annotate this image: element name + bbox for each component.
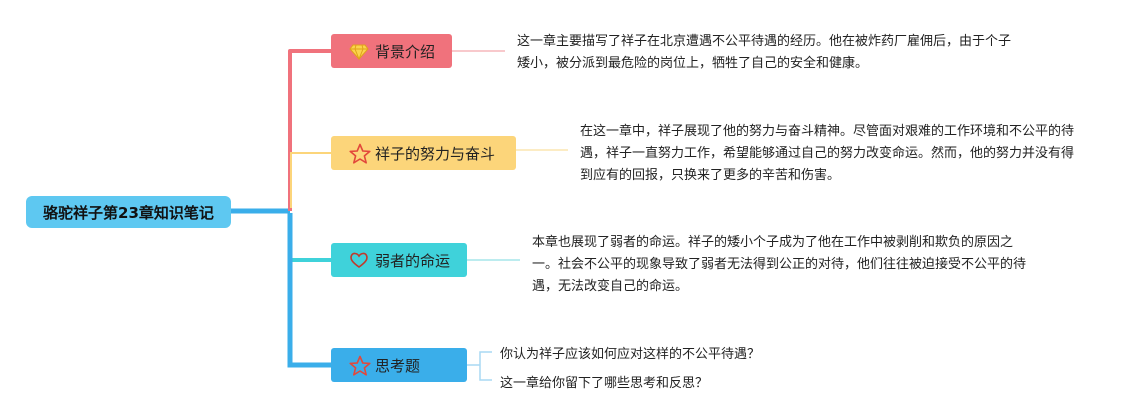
topic-effort[interactable]: 祥子的努力与奋斗 (331, 136, 516, 170)
topic-effort-label: 祥子的努力与奋斗 (375, 144, 496, 163)
connector-to-thinking (287, 213, 331, 368)
star-icon (349, 143, 371, 164)
topic-effort-text: 在这一章中，祥子展现了他的努力与奋斗精神。尽管面对艰难的工作环境和不公平的待遇，… (580, 124, 1075, 183)
topic-background-label: 背景介绍 (375, 42, 436, 61)
connector-thinking-fork (467, 351, 492, 381)
connector-to-effort (290, 152, 331, 208)
topic-fate-text: 本章也展现了弱者的命运。祥子的矮小个子成为了他在工作中被剥削和欺负的原因之一。社… (532, 235, 1027, 294)
heart-icon (349, 250, 369, 270)
topic-thinking[interactable]: 思考题 (331, 348, 467, 382)
thinking-question-2: 这一章给你留下了哪些思考和反思？ (500, 376, 709, 391)
topic-background[interactable]: 背景介绍 (331, 34, 452, 68)
topic-fate-label: 弱者的命运 (375, 251, 451, 270)
topic-fate[interactable]: 弱者的命运 (331, 243, 467, 277)
connector-to-background (288, 49, 331, 211)
thinking-question-1: 你认为祥子应该如何应对这样的不公平待遇？ (500, 347, 761, 362)
root-topic-label: 骆驼祥子第23章知识笔记 (43, 203, 214, 222)
connector-to-fate (288, 213, 331, 262)
gem-icon (349, 41, 369, 61)
star-icon (349, 355, 371, 376)
root-topic[interactable]: 骆驼祥子第23章知识笔记 (26, 196, 231, 228)
topic-background-text: 这一章主要描写了祥子在北京遭遇不公平待遇的经历。他在被炸药厂雇佣后，由于个子矮小… (517, 34, 1012, 71)
topic-thinking-label: 思考题 (375, 356, 421, 375)
